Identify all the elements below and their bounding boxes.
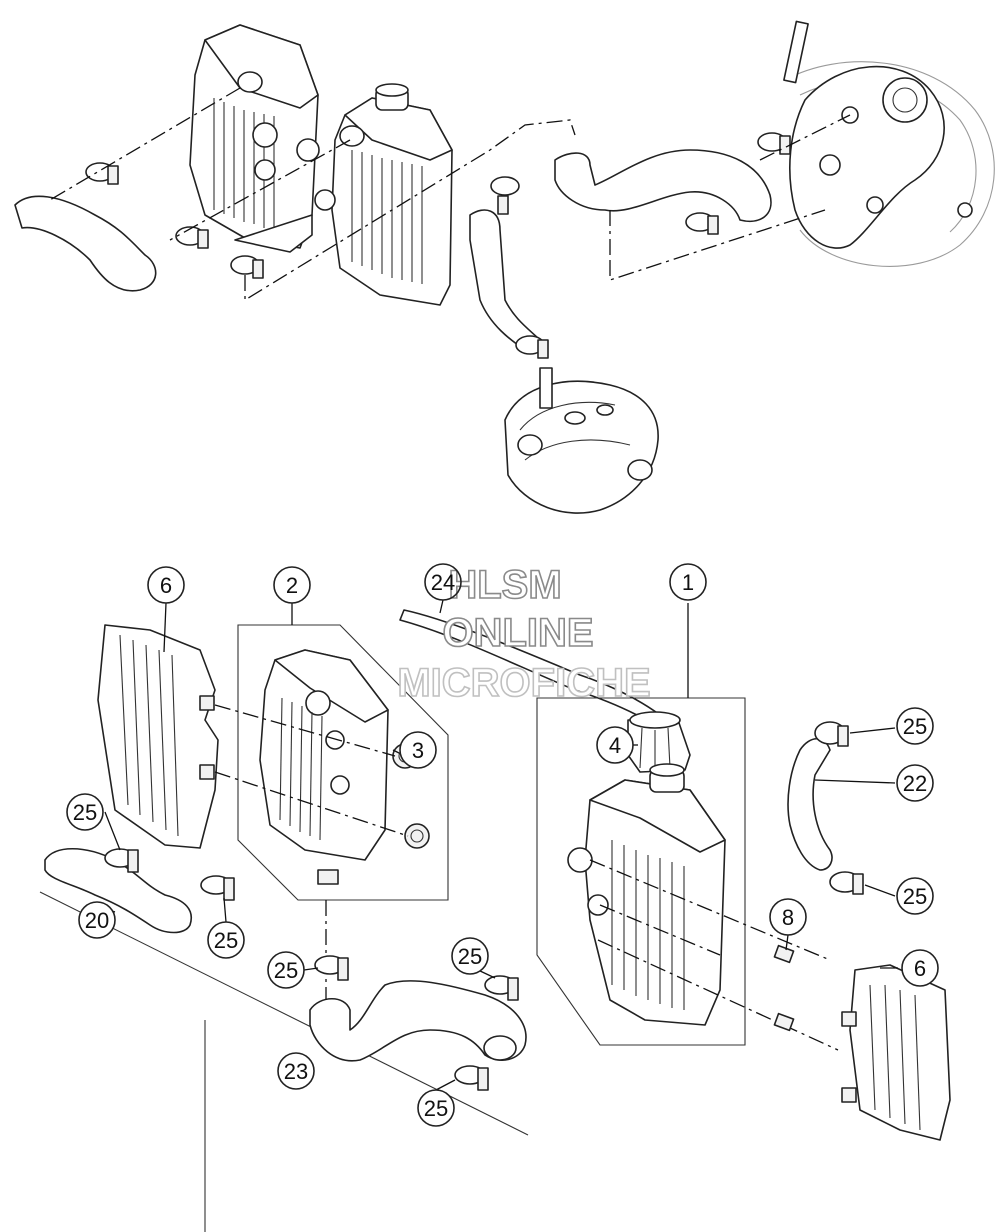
callout-25-center: 25 (451, 937, 489, 975)
callout-label: 25 (73, 800, 97, 825)
callout-label: 3 (412, 738, 424, 763)
callout-label: 25 (903, 884, 927, 909)
callout-label: 25 (424, 1096, 448, 1121)
callout-6-left: 6 (147, 566, 185, 604)
hose-20-top (14, 195, 157, 292)
bottom-exploded-view (39, 599, 951, 1232)
right-radiator-top (296, 83, 453, 306)
callout-2: 2 (273, 566, 311, 604)
callout-label: 23 (284, 1059, 308, 1084)
cylinder-head (504, 367, 659, 514)
part-callouts: 6 2 24 1 3 4 25 22 (66, 563, 939, 1127)
callout-label: 25 (274, 958, 298, 983)
watermark-line-1: HLSM (448, 563, 561, 607)
right-radiator-shroud (841, 964, 951, 1141)
callout-label: 6 (160, 573, 172, 598)
callout-6-right: 6 (901, 949, 939, 987)
callout-23: 23 (277, 1052, 315, 1090)
left-radiator-shroud (97, 624, 219, 849)
left-radiator-kit (214, 624, 449, 901)
callout-4: 4 (596, 726, 634, 764)
watermark: HLSM ONLINE MICROFICHE (397, 562, 652, 706)
hose-23 (309, 980, 527, 1062)
callout-20: 20 (78, 901, 116, 939)
callout-8: 8 (769, 898, 807, 936)
callout-label: 24 (431, 570, 455, 595)
hose-22 (787, 737, 833, 871)
left-radiator-top (189, 24, 319, 253)
hose-23-top (554, 149, 772, 222)
callout-label: 2 (286, 573, 298, 598)
callout-25-upper-right: 25 (896, 707, 934, 745)
clamps-top (85, 132, 791, 359)
callout-25-hose-end: 25 (267, 951, 305, 989)
callout-3: 3 (399, 731, 437, 769)
callout-label: 1 (682, 570, 694, 595)
callout-1: 1 (669, 563, 707, 601)
callout-label: 25 (903, 714, 927, 739)
radiator-cap (627, 711, 691, 773)
assembly-lines-top (49, 87, 851, 302)
hose-22-top (469, 209, 541, 353)
callout-label: 4 (609, 733, 621, 758)
callout-label: 25 (214, 928, 238, 953)
callout-24: 24 (424, 563, 462, 601)
watermark-line-3: MICROFICHE (397, 661, 650, 705)
right-radiator-kit (536, 697, 839, 1051)
watermark-line-2: ONLINE (442, 611, 593, 655)
bolts-8 (773, 944, 795, 1032)
callout-label: 6 (914, 956, 926, 981)
callout-label: 22 (903, 771, 927, 796)
callout-label: 20 (85, 908, 109, 933)
clamps-bottom (104, 721, 864, 1091)
top-assembly-view (14, 20, 995, 514)
callout-22: 22 (896, 764, 934, 802)
callout-25-left: 25 (66, 793, 104, 831)
callout-label: 8 (782, 905, 794, 930)
callout-25-right: 25 (896, 877, 934, 915)
water-pump-cover (783, 20, 995, 267)
callout-25-bottom: 25 (417, 1089, 455, 1127)
callout-25-center-left: 25 (207, 921, 245, 959)
callout-label: 25 (458, 944, 482, 969)
